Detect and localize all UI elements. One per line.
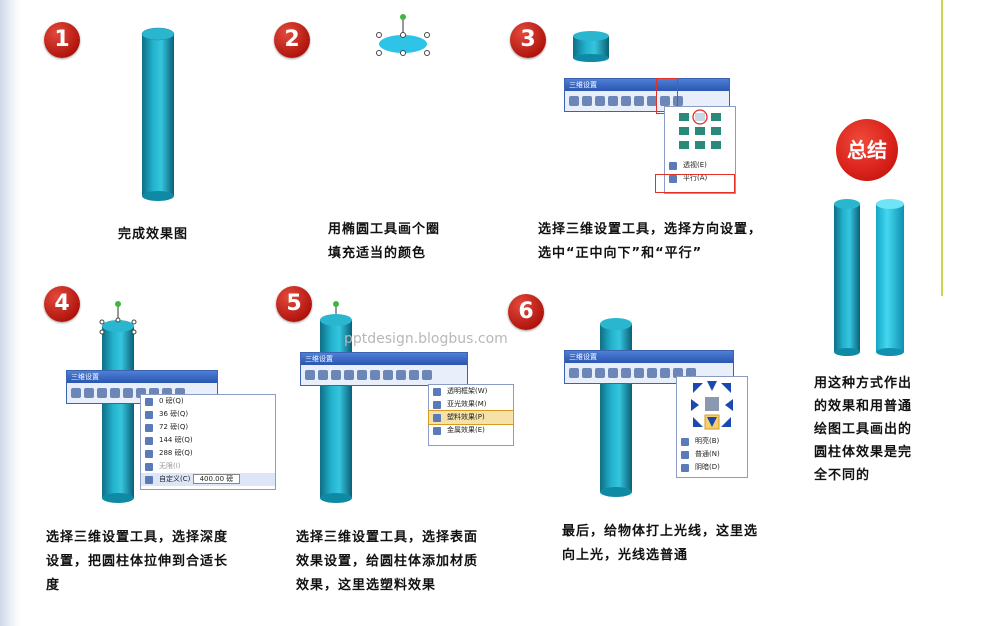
surface-wireframe[interactable]: 透明框架(W) xyxy=(429,385,513,398)
step-2-caption-line-1: 用椭圆工具画个圈 xyxy=(328,222,441,237)
step-1-number: 1 xyxy=(44,22,80,58)
step-2-caption-line-2: 填充适当的颜色 xyxy=(328,246,427,261)
step-4-cylinder xyxy=(99,301,137,503)
step-3-caption-line-1: 选择三维设置工具，选择方向设置， xyxy=(538,222,763,237)
summary-line-5: 全不同的 xyxy=(814,468,871,483)
step-5-number: 5 xyxy=(276,286,312,322)
step-3-short-cylinder xyxy=(573,31,609,62)
step-3-caption-line-2: 选中“正中向下”和“平行” xyxy=(538,246,703,261)
step-5-surface-menu[interactable]: 透明框架(W) 亚光效果(M) 塑料效果(P) 金属效果(E) xyxy=(428,384,514,446)
direction-grid-icon xyxy=(679,109,721,149)
menu-item-perspective[interactable]: 透视(E) xyxy=(665,159,735,172)
step-5-caption-line-1: 选择三维设置工具，选择表面 xyxy=(296,530,479,545)
surface-matte[interactable]: 亚光效果(M) xyxy=(429,398,513,411)
depth-0[interactable]: 0 磅(Q) xyxy=(141,395,275,408)
toolbar-title: 三维设置 xyxy=(565,79,729,91)
depth-72[interactable]: 72 磅(Q) xyxy=(141,421,275,434)
step-1-cylinder xyxy=(141,27,175,201)
lighting-direction-grid-icon xyxy=(691,381,733,430)
vertical-divider xyxy=(941,0,943,296)
summary-text: 用这种方式作出 的效果和用普通 绘图工具画出的 圆柱体效果是完 全不同的 xyxy=(814,372,912,487)
toolbar-title: 三维设置 xyxy=(301,353,467,365)
step-6-caption-line-1: 最后，给物体打上光线，这里选 xyxy=(562,524,759,539)
step-6-caption: 最后，给物体打上光线，这里选 向上光，光线选普通 xyxy=(562,520,758,568)
step-4-caption: 选择三维设置工具，选择深度 设置，把圆柱体拉伸到合适长 度 xyxy=(46,526,228,598)
step-4-caption-line-3: 度 xyxy=(46,578,61,593)
step-3-caption: 选择三维设置工具，选择方向设置， 选中“正中向下”和“平行” xyxy=(538,218,762,266)
depth-infinite[interactable]: 无限(I) xyxy=(141,460,275,473)
summary-line-4: 圆柱体效果是完 xyxy=(814,445,913,460)
step-1-caption: 完成效果图 xyxy=(118,227,189,242)
summary-line-2: 的效果和用普通 xyxy=(814,399,913,414)
step-3-direction-menu[interactable]: 透视(E) 平行(A) xyxy=(664,106,736,194)
step-4-depth-menu[interactable]: 0 磅(Q) 36 磅(Q) 72 磅(Q) 144 磅(Q) 288 磅(Q)… xyxy=(140,394,276,490)
step-6-caption-line-2: 向上光，光线选普通 xyxy=(562,548,689,563)
summary-badge: 总结 xyxy=(836,119,898,181)
step-6-lighting-menu[interactable]: 明亮(B) 普通(N) 阴暗(D) xyxy=(676,376,748,478)
lighting-bright[interactable]: 明亮(B) xyxy=(677,435,747,448)
summary-cylinders xyxy=(834,199,904,356)
summary-line-3: 绘图工具画出的 xyxy=(814,422,913,437)
step-5-toolbar[interactable]: 三维设置 xyxy=(300,352,468,386)
depth-288[interactable]: 288 磅(Q) xyxy=(141,447,275,460)
step-5-caption-line-2: 效果设置，给圆柱体添加材质 xyxy=(296,554,479,569)
step-2-caption: 用椭圆工具画个圈 填充适当的颜色 xyxy=(328,218,440,266)
step-6-cylinder xyxy=(600,318,632,497)
toolbar-title: 三维设置 xyxy=(67,371,217,383)
step-3-number: 3 xyxy=(510,22,546,58)
surface-metal[interactable]: 金属效果(E) xyxy=(429,424,513,437)
depth-36[interactable]: 36 磅(Q) xyxy=(141,408,275,421)
toolbar-title: 三维设置 xyxy=(565,351,733,363)
step-5-caption-line-3: 效果，这里选塑料效果 xyxy=(296,578,437,593)
step-2-number: 2 xyxy=(274,22,310,58)
step-4-caption-line-2: 设置，把圆柱体拉伸到合适长 xyxy=(46,554,229,569)
lighting-dim[interactable]: 阴暗(D) xyxy=(677,461,747,474)
step-5-cylinder xyxy=(320,301,352,503)
menu-item-parallel[interactable]: 平行(A) xyxy=(665,172,735,185)
left-decoration xyxy=(0,0,20,626)
depth-custom[interactable]: 自定义(C) 400.00 磅 xyxy=(141,473,275,486)
summary-line-1: 用这种方式作出 xyxy=(814,376,913,391)
depth-custom-label: 自定义(C) xyxy=(159,475,191,483)
step-4-number: 4 xyxy=(44,286,80,322)
watermark: pptdesign.blogbus.com xyxy=(344,331,508,347)
step-3-toolbar[interactable]: 三维设置 xyxy=(564,78,730,112)
step-5-caption: 选择三维设置工具，选择表面 效果设置，给圆柱体添加材质 效果，这里选塑料效果 xyxy=(296,526,478,598)
step-2-ellipse xyxy=(376,14,430,56)
depth-custom-input[interactable]: 400.00 磅 xyxy=(192,474,241,484)
surface-plastic[interactable]: 塑料效果(P) xyxy=(428,410,514,425)
lighting-normal[interactable]: 普通(N) xyxy=(677,448,747,461)
step-4-caption-line-1: 选择三维设置工具，选择深度 xyxy=(46,530,229,545)
step-6-number: 6 xyxy=(508,294,544,330)
depth-144[interactable]: 144 磅(Q) xyxy=(141,434,275,447)
step-3-parallel-highlight xyxy=(655,174,735,193)
